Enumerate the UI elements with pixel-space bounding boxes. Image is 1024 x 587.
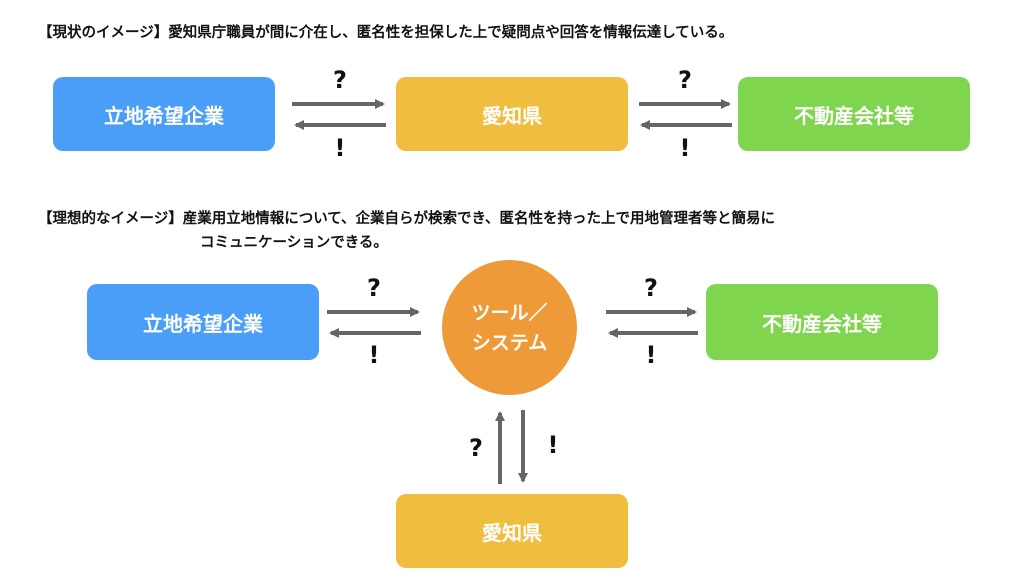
ideal-prefecture-box: 愛知県 bbox=[396, 494, 628, 568]
current-question-mark-left: ? bbox=[333, 66, 347, 94]
current-company-label: 立地希望企業 bbox=[104, 103, 224, 128]
current-question-mark-right: ? bbox=[678, 66, 692, 94]
current-prefecture-box: 愛知県 bbox=[396, 77, 628, 151]
ideal-question-mark-left: ? bbox=[367, 274, 381, 302]
current-answer-mark-right: ! bbox=[679, 134, 691, 162]
ideal-question-mark-right: ? bbox=[644, 274, 658, 302]
ideal-question-mark-bottom: ? bbox=[469, 434, 483, 462]
current-company-box: 立地希望企業 bbox=[53, 77, 275, 151]
ideal-caption-line1: 【理想的なイメージ】産業用立地情報について、企業自らが検索でき、匿名性を持った上… bbox=[38, 211, 776, 227]
ideal-tool-label-line1: ツール／ bbox=[471, 301, 548, 324]
current-prefecture-label: 愛知県 bbox=[482, 103, 542, 128]
current-caption: 【現状のイメージ】愛知県庁職員が間に介在し、匿名性を担保した上で疑問点や回答を情… bbox=[38, 25, 734, 41]
ideal-realestate-box: 不動産会社等 bbox=[706, 284, 938, 360]
ideal-company-box: 立地希望企業 bbox=[87, 284, 319, 360]
ideal-answer-mark-right: ! bbox=[645, 341, 657, 369]
current-realestate-label: 不動産会社等 bbox=[794, 103, 914, 128]
ideal-answer-mark-bottom: ! bbox=[547, 431, 559, 459]
ideal-caption-line2: コミュニケーションできる。 bbox=[200, 235, 388, 251]
ideal-realestate-label: 不動産会社等 bbox=[762, 311, 882, 336]
ideal-tool-label-line2: システム bbox=[471, 331, 548, 354]
ideal-prefecture-label: 愛知県 bbox=[482, 520, 542, 545]
ideal-tool-circle: ツール／ システム bbox=[442, 260, 577, 395]
ideal-company-label: 立地希望企業 bbox=[143, 311, 263, 336]
current-answer-mark-left: ! bbox=[334, 134, 346, 162]
ideal-answer-mark-left: ! bbox=[368, 341, 380, 369]
current-realestate-box: 不動産会社等 bbox=[738, 77, 970, 151]
